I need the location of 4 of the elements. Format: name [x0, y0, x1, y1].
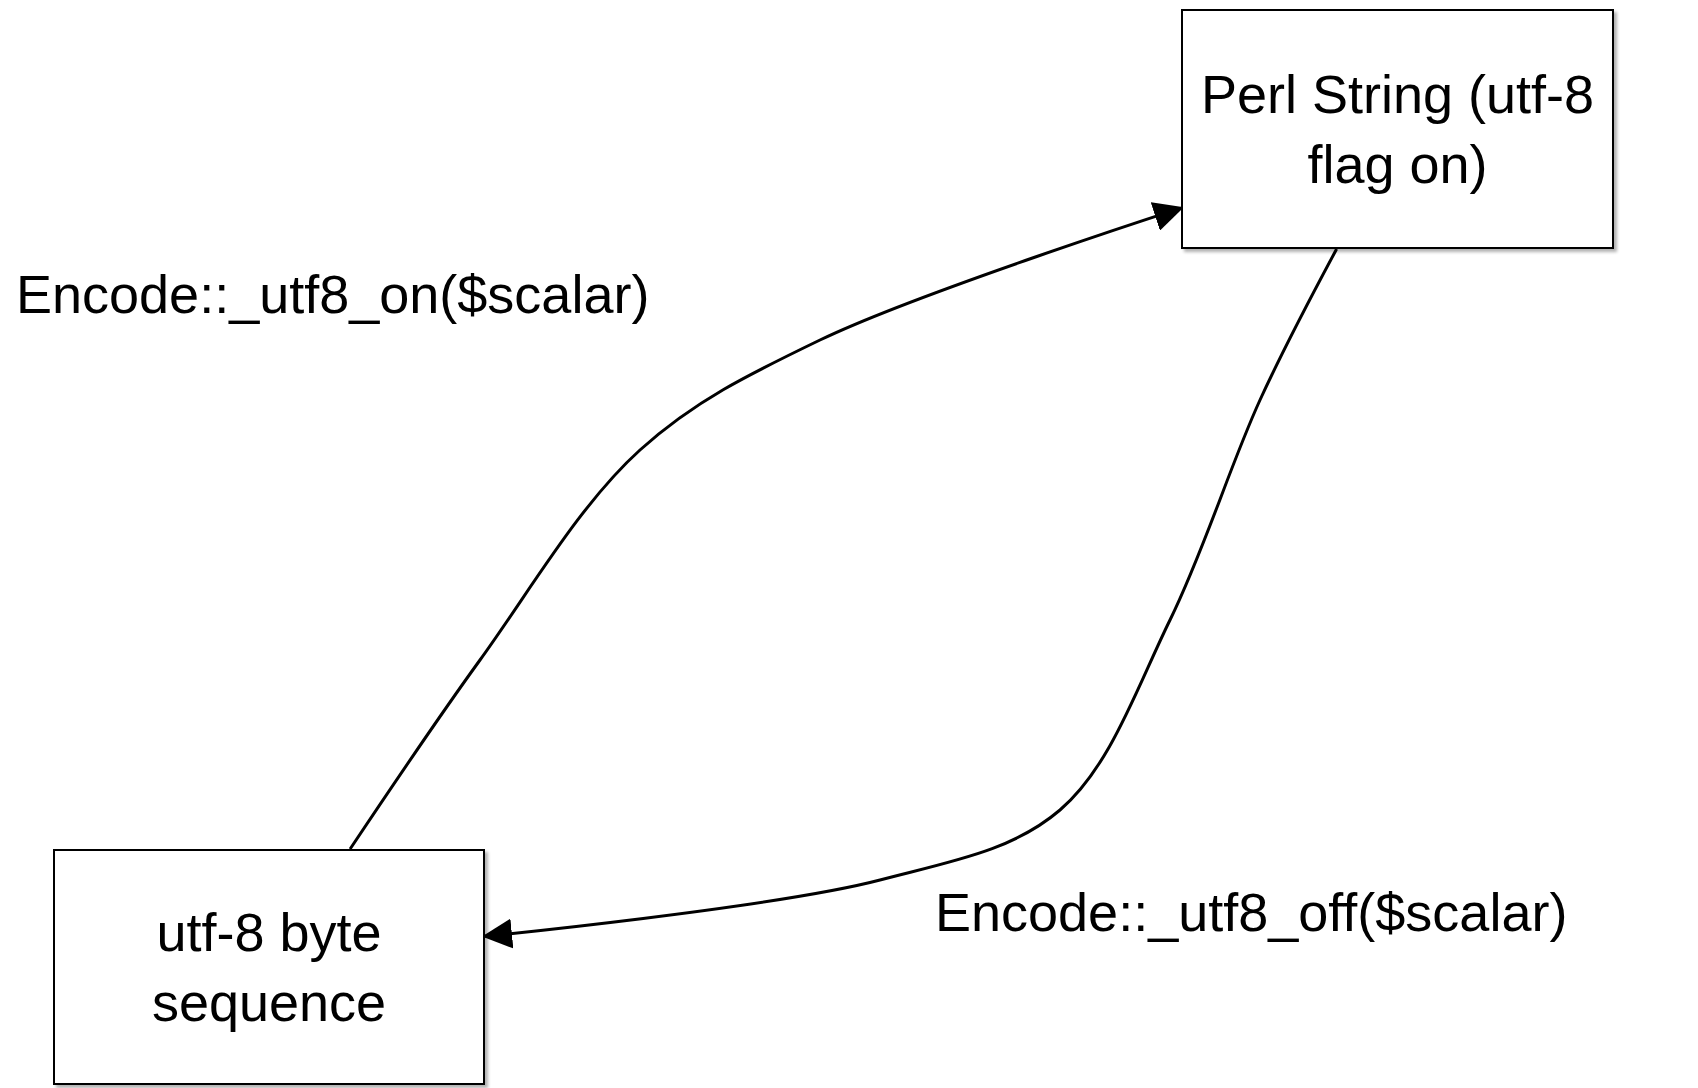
process-box	[53, 849, 485, 1085]
box-label: utf-8 byte sequence	[150, 900, 388, 1034]
box-label: Perl String (utf-8 flag on)	[1199, 62, 1596, 196]
process-box	[1181, 9, 1614, 249]
